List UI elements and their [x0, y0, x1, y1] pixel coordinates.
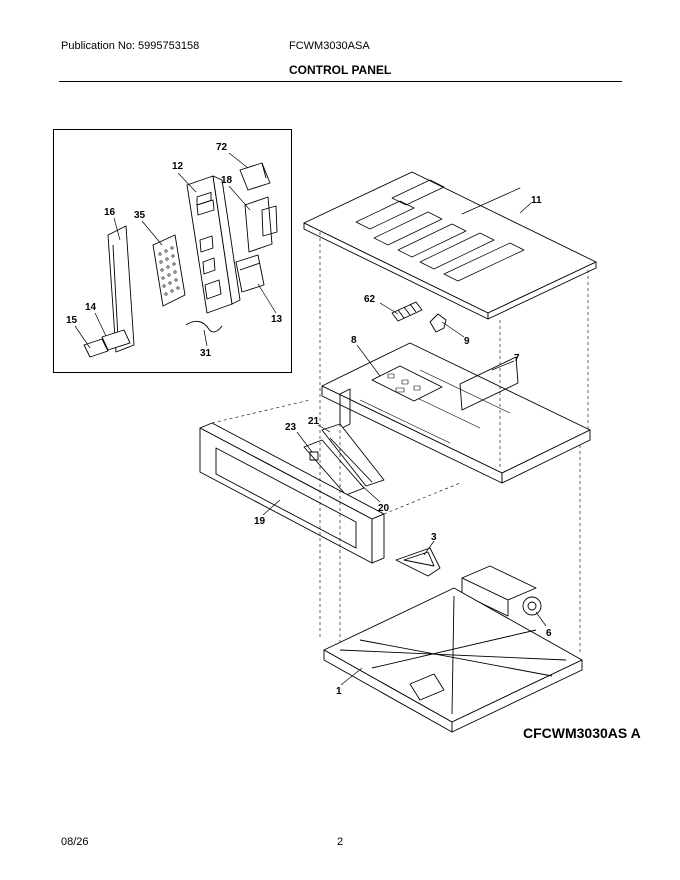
callout-72: 72 [216, 142, 228, 153]
diagram-reference-code: CFCWM3030AS A [523, 725, 641, 741]
header-divider [59, 81, 622, 82]
callout-6: 6 [546, 628, 552, 639]
callout-19: 19 [254, 516, 266, 527]
inset-detail-box [53, 129, 292, 373]
part-3-gasket [395, 547, 441, 577]
model-number: FCWM3030ASA [289, 40, 370, 52]
callout-16: 16 [104, 207, 116, 218]
part-62-connector [391, 301, 423, 322]
callout-8: 8 [351, 335, 357, 346]
part-35-keypad-membrane [152, 234, 186, 307]
part-13-bracket [235, 254, 265, 293]
callout-1: 1 [336, 686, 342, 697]
part-16-overlay [107, 225, 135, 353]
callout-20: 20 [378, 503, 390, 514]
part-31-wire-harness [185, 320, 223, 333]
part-1-base-pan [323, 587, 583, 733]
callout-23: 23 [285, 422, 297, 433]
publication-number: Publication No: 5995753158 [61, 40, 200, 52]
callout-13: 13 [271, 314, 283, 325]
callout-7: 7 [514, 353, 520, 364]
callout-62: 62 [364, 294, 376, 305]
callout-9: 9 [464, 336, 470, 347]
callout-11: 11 [531, 195, 542, 206]
callout-15: 15 [66, 315, 78, 326]
part-6-motor [461, 565, 542, 617]
callout-21: 21 [308, 416, 320, 427]
part-19-front-panel [199, 422, 385, 564]
part-21-bracket [321, 423, 385, 487]
callout-18: 18 [221, 175, 233, 186]
callout-31: 31 [200, 348, 212, 359]
footer-date: 08/26 [61, 836, 89, 848]
part-72-bracket [239, 162, 271, 191]
part-18-board [244, 196, 278, 253]
page-title: CONTROL PANEL [289, 63, 392, 77]
part-14-button [101, 329, 131, 351]
part-15-lens [83, 338, 109, 358]
part-11-top-panel [303, 171, 597, 320]
part-12-control-housing [186, 175, 241, 314]
callout-35: 35 [134, 210, 146, 221]
page-number: 2 [337, 836, 344, 848]
callout-14: 14 [85, 302, 97, 313]
callout-3: 3 [431, 532, 437, 543]
callout-12: 12 [172, 161, 184, 172]
part-8-control-board [371, 365, 443, 402]
